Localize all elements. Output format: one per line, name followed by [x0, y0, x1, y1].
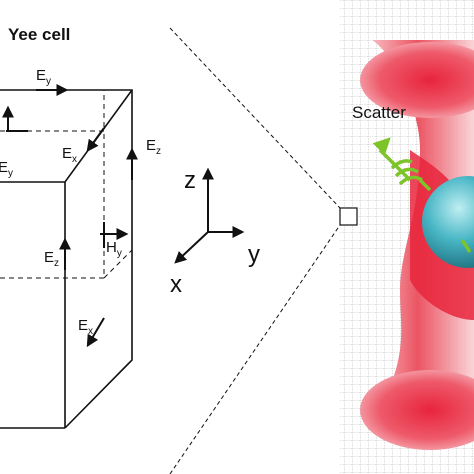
beam-lower-lobe: [360, 370, 474, 450]
label-ey-top: Ey: [36, 67, 51, 87]
label-ey-left: Ey: [0, 159, 13, 179]
x-axis-arrow: [174, 231, 209, 264]
label-hy: Hy: [106, 239, 122, 259]
scatter-arrows-icon: [372, 137, 472, 253]
beam-upper-lobe: [360, 42, 474, 118]
zoom-line-bottom: [169, 224, 341, 474]
cell-location-box: [339, 207, 358, 226]
coordinate-axes: [174, 167, 245, 264]
scatter-label: Scatter: [352, 103, 406, 122]
scatterer-sphere: [422, 176, 474, 268]
ex-bottom-arrow: [86, 317, 105, 348]
axis-label-x: x: [170, 271, 182, 298]
zoom-line-top: [169, 27, 341, 209]
axis-label-z: z: [184, 167, 196, 194]
label-ez-right: Ez: [146, 137, 161, 157]
yee-cell-title: Yee cell: [8, 25, 70, 44]
label-ez-front: Ez: [44, 249, 59, 269]
label-ex-top: Ex: [62, 145, 77, 165]
yee-cube-hidden-edges: [0, 90, 133, 279]
label-ex-bottom: Ex: [78, 317, 93, 337]
axis-label-y: y: [248, 241, 260, 268]
ex-top-arrow: [86, 127, 105, 152]
